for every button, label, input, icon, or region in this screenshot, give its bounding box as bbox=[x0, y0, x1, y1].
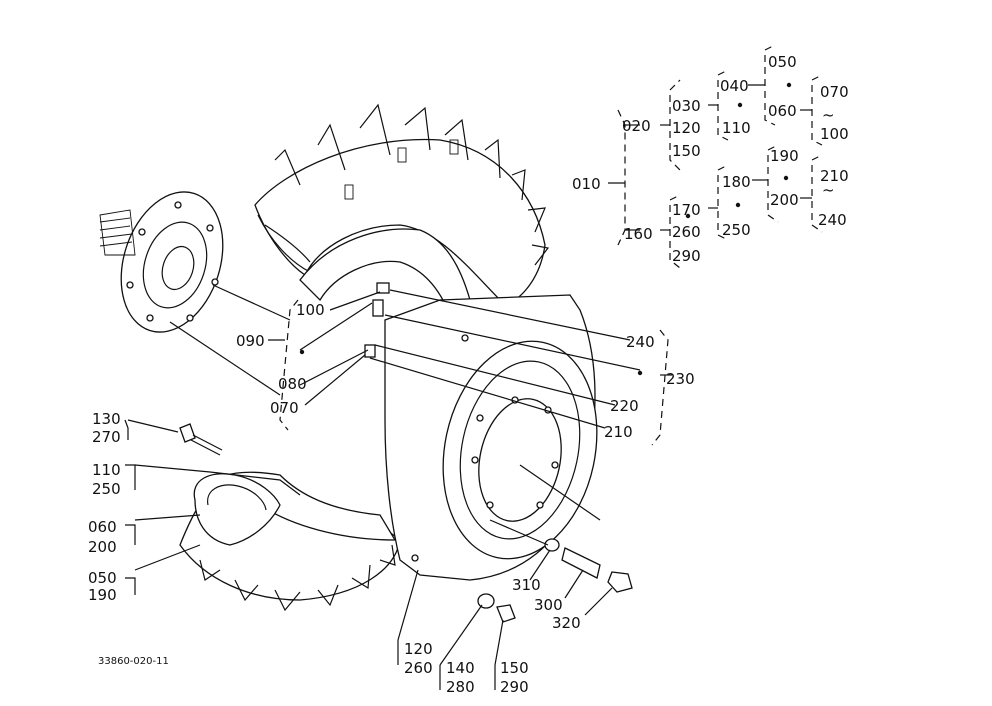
label-260: 260 bbox=[672, 223, 701, 241]
leader-lines: ~ ~ bbox=[124, 44, 835, 690]
label-100: 100 bbox=[820, 125, 849, 143]
label-210: 210 bbox=[820, 167, 849, 185]
fasteners bbox=[179, 282, 633, 623]
label-090: 090 bbox=[236, 332, 265, 350]
label-140: 140 bbox=[446, 659, 475, 677]
label-200: 200 bbox=[770, 191, 799, 209]
label-190-b: 190 bbox=[88, 586, 117, 604]
label-160: 160 bbox=[624, 225, 653, 243]
label-010: 010 bbox=[572, 175, 601, 193]
label-040: 040 bbox=[720, 77, 749, 95]
hub-disc bbox=[384, 294, 598, 581]
svg-text:~: ~ bbox=[822, 106, 835, 124]
label-110: 110 bbox=[722, 119, 751, 137]
label-290: 290 bbox=[672, 247, 701, 265]
axle-flange bbox=[99, 191, 224, 333]
tire-upper bbox=[254, 103, 550, 306]
label-320: 320 bbox=[552, 614, 581, 632]
svg-text:~: ~ bbox=[822, 181, 835, 199]
label-020: 020 bbox=[622, 117, 651, 135]
label-170: 170 bbox=[672, 201, 701, 219]
dots bbox=[299, 82, 792, 376]
part-labels: 010 020 030 120 150 040 110 050 060 070 … bbox=[88, 53, 849, 696]
label-060: 060 bbox=[768, 102, 797, 120]
label-050-b: 050 bbox=[88, 569, 117, 587]
label-290-b: 290 bbox=[500, 678, 529, 696]
label-120: 120 bbox=[672, 119, 701, 137]
label-110-b: 110 bbox=[92, 461, 121, 479]
label-220: 220 bbox=[610, 397, 639, 415]
label-250-b: 250 bbox=[92, 480, 121, 498]
label-120-b: 120 bbox=[404, 640, 433, 658]
label-030: 030 bbox=[672, 97, 701, 115]
label-050: 050 bbox=[768, 53, 797, 71]
label-260-b: 260 bbox=[404, 659, 433, 677]
label-250: 250 bbox=[722, 221, 751, 239]
label-100-b: 100 bbox=[296, 301, 325, 319]
label-080: 080 bbox=[278, 375, 307, 393]
label-270: 270 bbox=[92, 428, 121, 446]
label-060-b: 060 bbox=[88, 518, 117, 536]
label-070: 070 bbox=[820, 83, 849, 101]
label-180: 180 bbox=[722, 173, 751, 191]
label-210-b: 210 bbox=[604, 423, 633, 441]
label-240: 240 bbox=[818, 211, 847, 229]
label-190: 190 bbox=[770, 147, 799, 165]
label-150-b: 150 bbox=[500, 659, 529, 677]
label-150: 150 bbox=[672, 142, 701, 160]
label-280: 280 bbox=[446, 678, 475, 696]
label-230: 230 bbox=[666, 370, 695, 388]
label-070-b: 070 bbox=[270, 399, 299, 417]
label-240-b: 240 bbox=[626, 333, 655, 351]
label-310: 310 bbox=[512, 576, 541, 594]
label-130: 130 bbox=[92, 410, 121, 428]
label-200-b: 200 bbox=[88, 538, 117, 556]
drawing-code: 33860-020-11 bbox=[98, 656, 169, 667]
label-300: 300 bbox=[534, 596, 563, 614]
